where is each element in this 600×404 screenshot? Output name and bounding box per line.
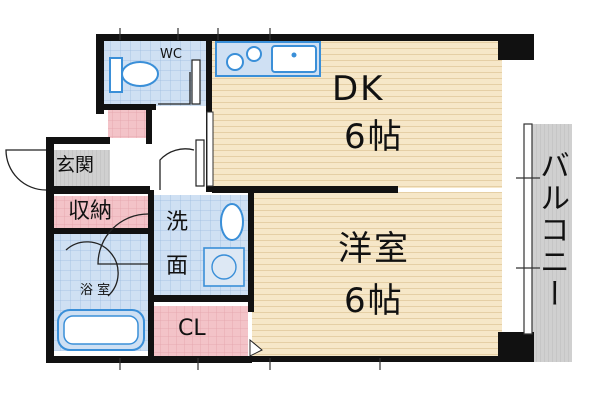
door-panel — [191, 59, 201, 105]
wc-label: WC — [160, 47, 182, 62]
entrance-label: 玄関 — [56, 154, 95, 176]
dk-room-size: 6帖 — [344, 117, 404, 157]
washroom-label-2: 面 — [166, 254, 189, 279]
storage-label: 収納 — [68, 199, 113, 224]
walls — [46, 34, 534, 363]
toilet-tank-icon — [109, 57, 123, 93]
balcony-label: バルコニー — [534, 150, 569, 310]
bath-label: 浴 室 — [80, 283, 111, 298]
door-panel — [195, 139, 205, 187]
washroom-label-1: 洗 — [166, 210, 189, 235]
entrance-tile — [54, 150, 110, 186]
western-room-name: 洋室 — [338, 229, 410, 269]
sink-icon — [271, 45, 317, 73]
western-room-size: 6帖 — [344, 281, 404, 321]
wash-basin-icon — [220, 203, 244, 241]
balcony-floor — [532, 124, 572, 362]
storage-floor — [54, 196, 148, 230]
washer-drum-icon — [211, 254, 237, 280]
closet-door-arrow-icon — [249, 338, 263, 357]
stove-burner-icon — [226, 53, 244, 71]
sink-drain-icon — [291, 52, 297, 58]
balcony-window — [523, 123, 533, 335]
dk-window — [206, 111, 214, 187]
hall-pink — [108, 110, 146, 138]
dimension-ticks — [119, 28, 540, 370]
western-floor — [252, 192, 502, 358]
dk-room-name: DK — [332, 69, 385, 109]
closet-label: CL — [178, 316, 206, 341]
doors — [5, 72, 195, 297]
washing-machine-icon — [203, 247, 245, 287]
closet-floor — [154, 306, 248, 356]
stove-burner-icon — [246, 46, 262, 62]
toilet-bowl-icon — [121, 61, 159, 87]
bathtub-inner — [63, 315, 139, 345]
